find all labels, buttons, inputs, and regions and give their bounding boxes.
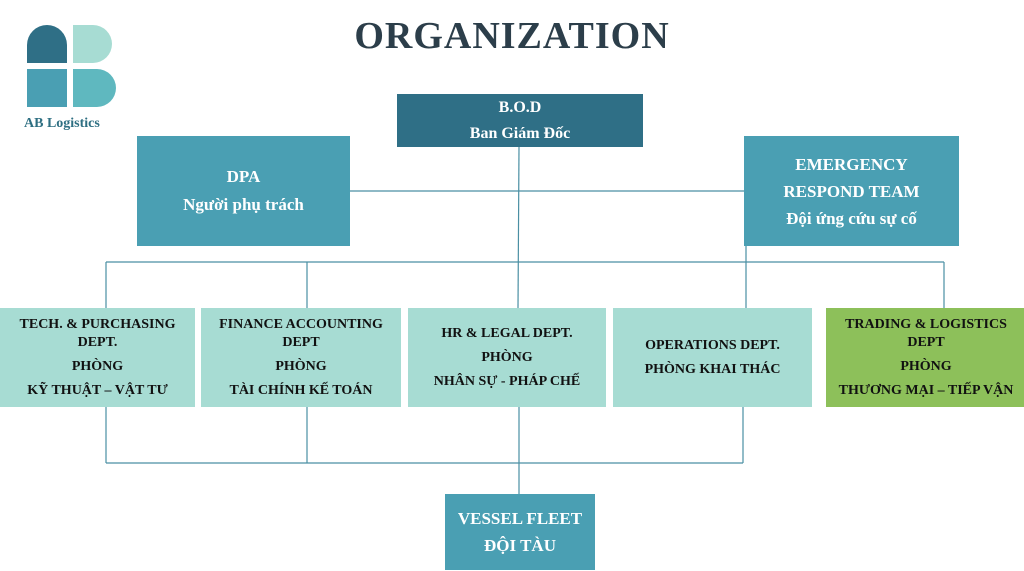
bod-title: B.O.D — [498, 98, 542, 116]
dept-vn-line1: PHÒNG KHAI THÁC — [644, 361, 781, 377]
dept-vn-line1: PHÒNG — [71, 358, 124, 374]
dept-box-operations: OPERATIONS DEPT. PHÒNG KHAI THÁC — [613, 308, 812, 407]
ert-title-line2: RESPOND TEAM — [783, 181, 920, 201]
dept-box-hr-legal: HR & LEGAL DEPT. PHÒNG NHÂN SỰ - PHÁP CH… — [408, 308, 606, 407]
ert-title-line1: EMERGENCY — [795, 154, 908, 174]
bod-subtitle: Ban Giám Đốc — [469, 124, 571, 142]
dept-box-finance-accounting: FINANCE ACCOUNTING DEPT PHÒNG TÀI CHÍNH … — [201, 308, 401, 407]
logo-text: AB Logistics — [24, 116, 100, 131]
vessel-fleet-box: VESSEL FLEET ĐỘI TÀU — [445, 494, 595, 570]
logo-top-right-shape — [73, 25, 112, 63]
logo-bottom-right-shape — [73, 69, 116, 107]
dept-vn-line2: KỸ THUẬT – VẬT TƯ — [27, 382, 168, 398]
dept-vn-line1: PHÒNG — [275, 358, 327, 374]
dept-vn-line2: NHÂN SỰ - PHÁP CHẾ — [433, 373, 581, 389]
ert-subtitle: Đội ứng cứu sự cố — [786, 208, 917, 228]
dept-vn-line2: THƯƠNG MẠI – TIẾP VẬN — [838, 382, 1014, 398]
dept-vn-line1: PHÒNG — [900, 358, 952, 374]
dept-name-line1: HR & LEGAL DEPT. — [441, 325, 573, 341]
dept-name-line1: TRADING & LOGISTICS — [845, 316, 1007, 332]
ab-logistics-logo — [27, 25, 116, 107]
bod-trunk-line — [517, 146, 520, 309]
emergency-respond-team-box: EMERGENCY RESPOND TEAM Đội ứng cứu sự cố — [744, 136, 959, 246]
fleet-subtitle: ĐỘI TÀU — [484, 536, 556, 555]
dept-name-line2: DEPT. — [77, 334, 118, 350]
page-title: ORGANIZATION — [354, 15, 670, 57]
logo-top-left-shape — [27, 25, 67, 63]
dept-name-line1: OPERATIONS DEPT. — [645, 337, 780, 353]
dept-vn-line1: PHÒNG — [481, 349, 533, 365]
dpa-title: DPA — [226, 167, 261, 186]
logo-bottom-left-shape — [27, 69, 67, 107]
dept-name-line2: DEPT — [282, 334, 320, 350]
dept-vn-line2: TÀI CHÍNH KẾ TOÁN — [229, 382, 373, 398]
dpa-subtitle: Người phụ trách — [183, 195, 304, 214]
dept-name-line2: DEPT — [907, 334, 945, 350]
bod-box: B.O.D Ban Giám Đốc — [397, 94, 643, 147]
dpa-box: DPA Người phụ trách — [137, 136, 350, 246]
dept-name-line1: FINANCE ACCOUNTING — [219, 316, 383, 332]
fleet-title: VESSEL FLEET — [457, 509, 583, 528]
dept-box-tech-purchasing: TECH. & PURCHASING DEPT. PHÒNG KỸ THUẬT … — [0, 308, 195, 407]
dept-name-line1: TECH. & PURCHASING — [19, 316, 176, 332]
dept-box-trading-logistics: TRADING & LOGISTICS DEPT PHÒNG THƯƠNG MẠ… — [826, 308, 1024, 407]
